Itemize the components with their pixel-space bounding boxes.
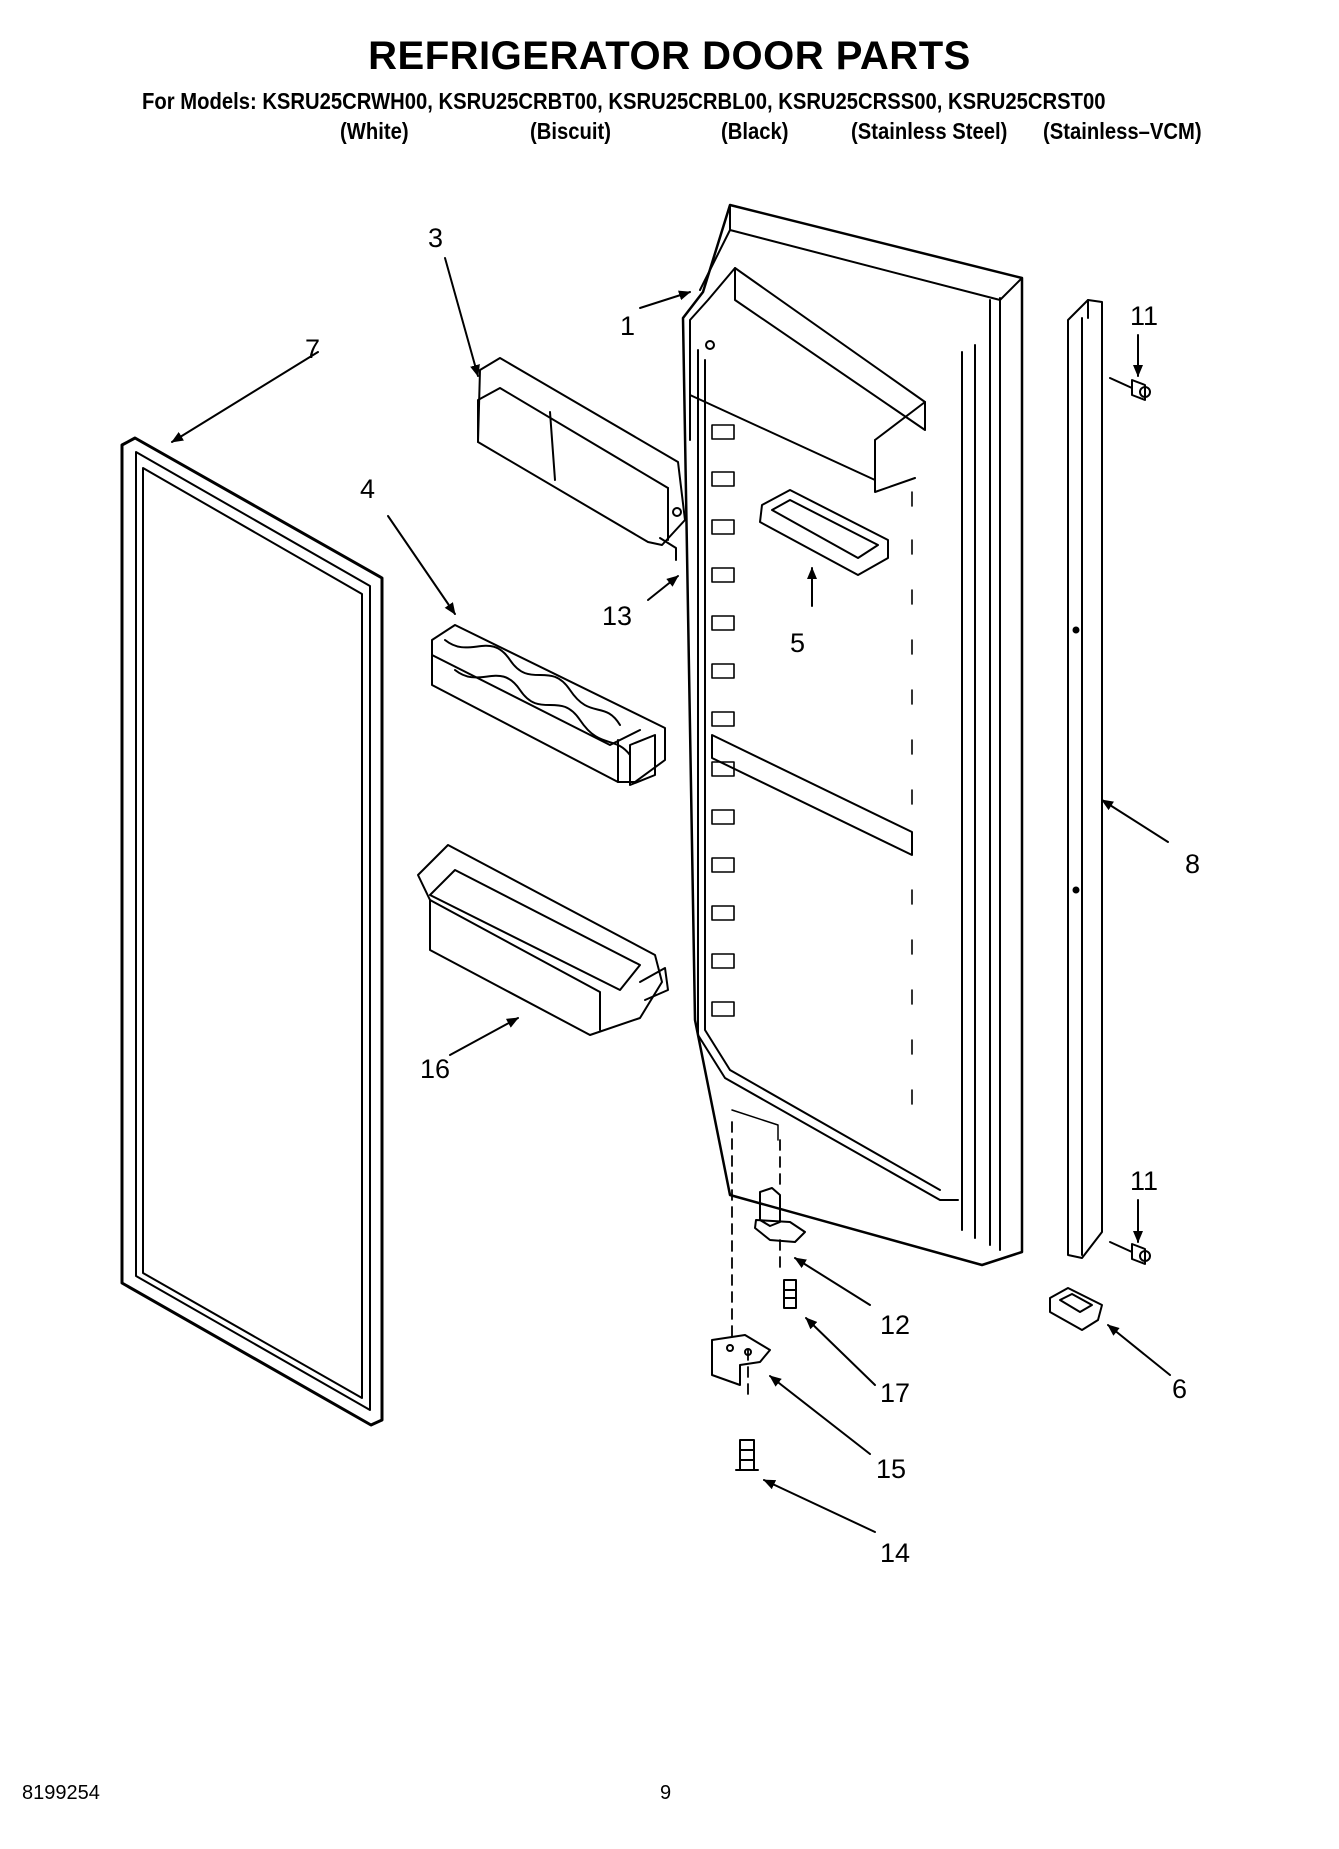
hinge-cover-part (1049, 1287, 1103, 1331)
hinge-alignment-lines (731, 1121, 781, 1396)
trim-screw-bottom-part (1109, 1241, 1151, 1265)
variant-white: (White) (340, 118, 409, 144)
variant-black: (Black) (721, 118, 789, 144)
callout-6: 6 (1172, 1374, 1187, 1404)
egg-tray-part (431, 624, 666, 786)
variant-stainless-steel: (Stainless Steel) (851, 118, 1008, 144)
page-title: REFRIGERATOR DOOR PARTS (368, 34, 971, 78)
models-line: For Models: KSRU25CRWH00, KSRU25CRBT00, … (142, 88, 1106, 114)
callout-1: 1 (620, 311, 635, 341)
callout-13: 13 (602, 601, 632, 631)
callout-3: 3 (428, 223, 443, 253)
callout-leaders (171, 257, 1171, 1533)
callout-12: 12 (880, 1310, 910, 1340)
small-bin-part (759, 489, 889, 576)
document-number: 8199254 (22, 1782, 100, 1804)
bottom-screw-part (735, 1439, 759, 1471)
page-number: 9 (660, 1782, 672, 1804)
callout-14: 14 (880, 1538, 910, 1568)
callout-16: 16 (420, 1054, 450, 1084)
large-bin-part (417, 844, 669, 1036)
callout-11-bottom: 11 (1130, 1166, 1158, 1196)
door-liner-part (681, 203, 1024, 1267)
hinge-screw-part (783, 1279, 797, 1309)
callout-11-top: 11 (1130, 301, 1158, 331)
callout-15: 15 (876, 1454, 906, 1484)
callout-4: 4 (360, 474, 375, 504)
variant-biscuit: (Biscuit) (530, 118, 611, 144)
callout-8: 8 (1185, 849, 1200, 879)
bottom-hinge-part (711, 1334, 771, 1386)
callout-17: 17 (880, 1378, 910, 1408)
hinge-pin-part (754, 1187, 806, 1243)
trim-screw-top-part (1109, 377, 1151, 401)
variant-stainless-vcm: (Stainless–VCM) (1043, 118, 1202, 144)
dairy-door-part (477, 357, 686, 561)
callout-5: 5 (790, 628, 805, 658)
door-gasket-part (120, 436, 384, 1427)
callout-7: 7 (305, 334, 320, 364)
handle-trim-part (1067, 299, 1103, 1259)
